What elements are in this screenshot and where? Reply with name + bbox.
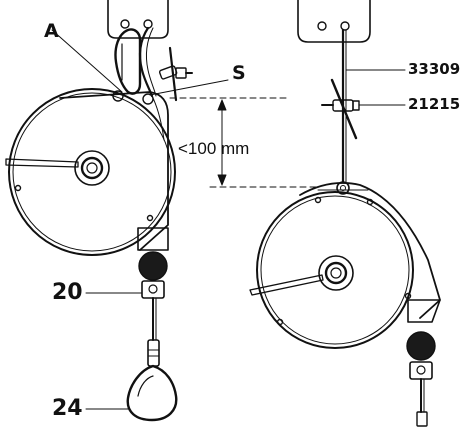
label-dimension: <100 mm	[178, 139, 250, 158]
left-mounting-plate	[107, 0, 169, 39]
right-adjust-key	[249, 274, 324, 296]
right-plate-hole-2	[340, 21, 350, 31]
safety-rope-clamp	[158, 46, 193, 102]
left-cable-stop-ball	[138, 251, 168, 281]
right-cable-clamp	[409, 361, 433, 380]
label-21215: 21215	[408, 95, 461, 113]
left-drum-housing	[8, 88, 176, 256]
left-adjust-key	[5, 158, 79, 168]
right-mounting-plate	[297, 0, 371, 43]
dimension-marker	[169, 97, 321, 188]
cable-crimp-sleeve	[147, 339, 160, 367]
label-s: S	[232, 62, 246, 84]
right-cable-outlet	[407, 299, 441, 323]
label-a: A	[44, 20, 59, 42]
left-balancer-assembly	[5, 0, 193, 422]
label-33309: 33309	[408, 60, 461, 78]
carabiner-24	[126, 364, 178, 422]
leader-s	[149, 79, 229, 96]
right-plate-hole-1	[317, 21, 327, 31]
left-cable-outlet	[137, 227, 169, 251]
label-24: 24	[52, 396, 83, 421]
left-housing-bracket	[59, 91, 169, 251]
right-drum-hub	[318, 255, 354, 291]
suspension-hook-a	[114, 28, 142, 95]
label-20: 20	[52, 280, 83, 305]
leader-a	[51, 29, 123, 93]
right-balancer-assembly	[249, 0, 441, 427]
right-drum-housing	[256, 191, 414, 349]
rope-clamp-21215	[321, 78, 360, 140]
right-wire-end	[416, 411, 428, 427]
left-drum-hub	[74, 150, 110, 186]
cable-clamp-20	[141, 280, 165, 299]
right-cable-stop-ball	[406, 331, 436, 361]
left-plate-hole-2	[143, 19, 153, 29]
right-housing-bracket	[299, 182, 441, 319]
safety-rope	[138, 26, 154, 98]
left-plate-hole-1	[120, 19, 130, 29]
